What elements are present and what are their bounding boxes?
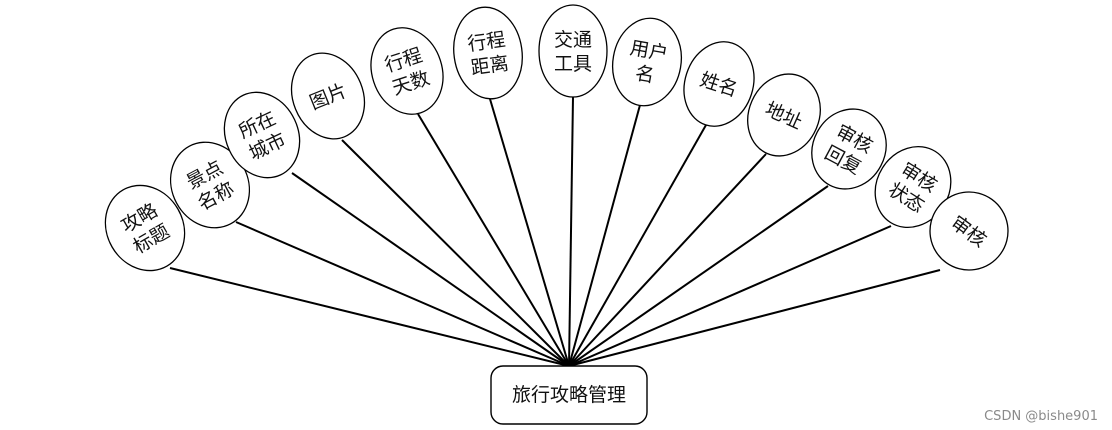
attribute-ellipses: 攻略标题景点名称所在城市图片行程天数行程距离交通工具用户名姓名地址审核回复审核状… <box>104 4 1009 272</box>
attribute-ellipse <box>223 91 301 179</box>
attribute-ellipse <box>453 6 523 100</box>
attribute-node: 图片 <box>290 52 366 140</box>
connector-line <box>489 98 570 367</box>
connector-line <box>235 221 570 367</box>
connector-line <box>568 124 707 367</box>
watermark: CSDN @bishe901 <box>984 409 1098 424</box>
connector-line <box>568 185 829 367</box>
attribute-ellipse <box>929 191 1009 271</box>
connector-lines <box>169 96 941 367</box>
connector-line <box>291 172 570 367</box>
attribute-label: 交通 <box>554 29 592 51</box>
connector-line <box>417 113 570 367</box>
attribute-label: 名 <box>633 62 656 87</box>
attribute-label: 行程 <box>466 29 507 56</box>
attribute-node: 审核 <box>929 191 1009 271</box>
attribute-ellipse <box>612 17 682 107</box>
attribute-ellipse <box>538 4 608 98</box>
connector-line <box>568 153 767 367</box>
attribute-ellipse <box>290 52 366 140</box>
entity-box <box>490 365 648 425</box>
connector-line <box>568 96 574 367</box>
connector-line <box>568 269 941 367</box>
entity-node: 旅行攻略管理 <box>490 365 648 425</box>
attribute-node: 用户名 <box>612 17 682 107</box>
connector-line <box>568 225 892 367</box>
attribute-ellipse <box>104 184 186 272</box>
attribute-ellipse <box>683 41 755 127</box>
attribute-label: 工具 <box>554 53 592 75</box>
entity-label: 旅行攻略管理 <box>512 384 626 406</box>
attribute-node: 地址 <box>747 73 821 157</box>
attribute-ellipse <box>747 73 821 157</box>
attribute-node: 姓名 <box>683 41 755 127</box>
connector-line <box>169 267 570 367</box>
attribute-label: 距离 <box>469 52 510 79</box>
connector-line <box>568 104 641 367</box>
attribute-ellipse <box>811 108 887 190</box>
attribute-ellipse <box>370 27 444 115</box>
connector-line <box>341 139 570 367</box>
